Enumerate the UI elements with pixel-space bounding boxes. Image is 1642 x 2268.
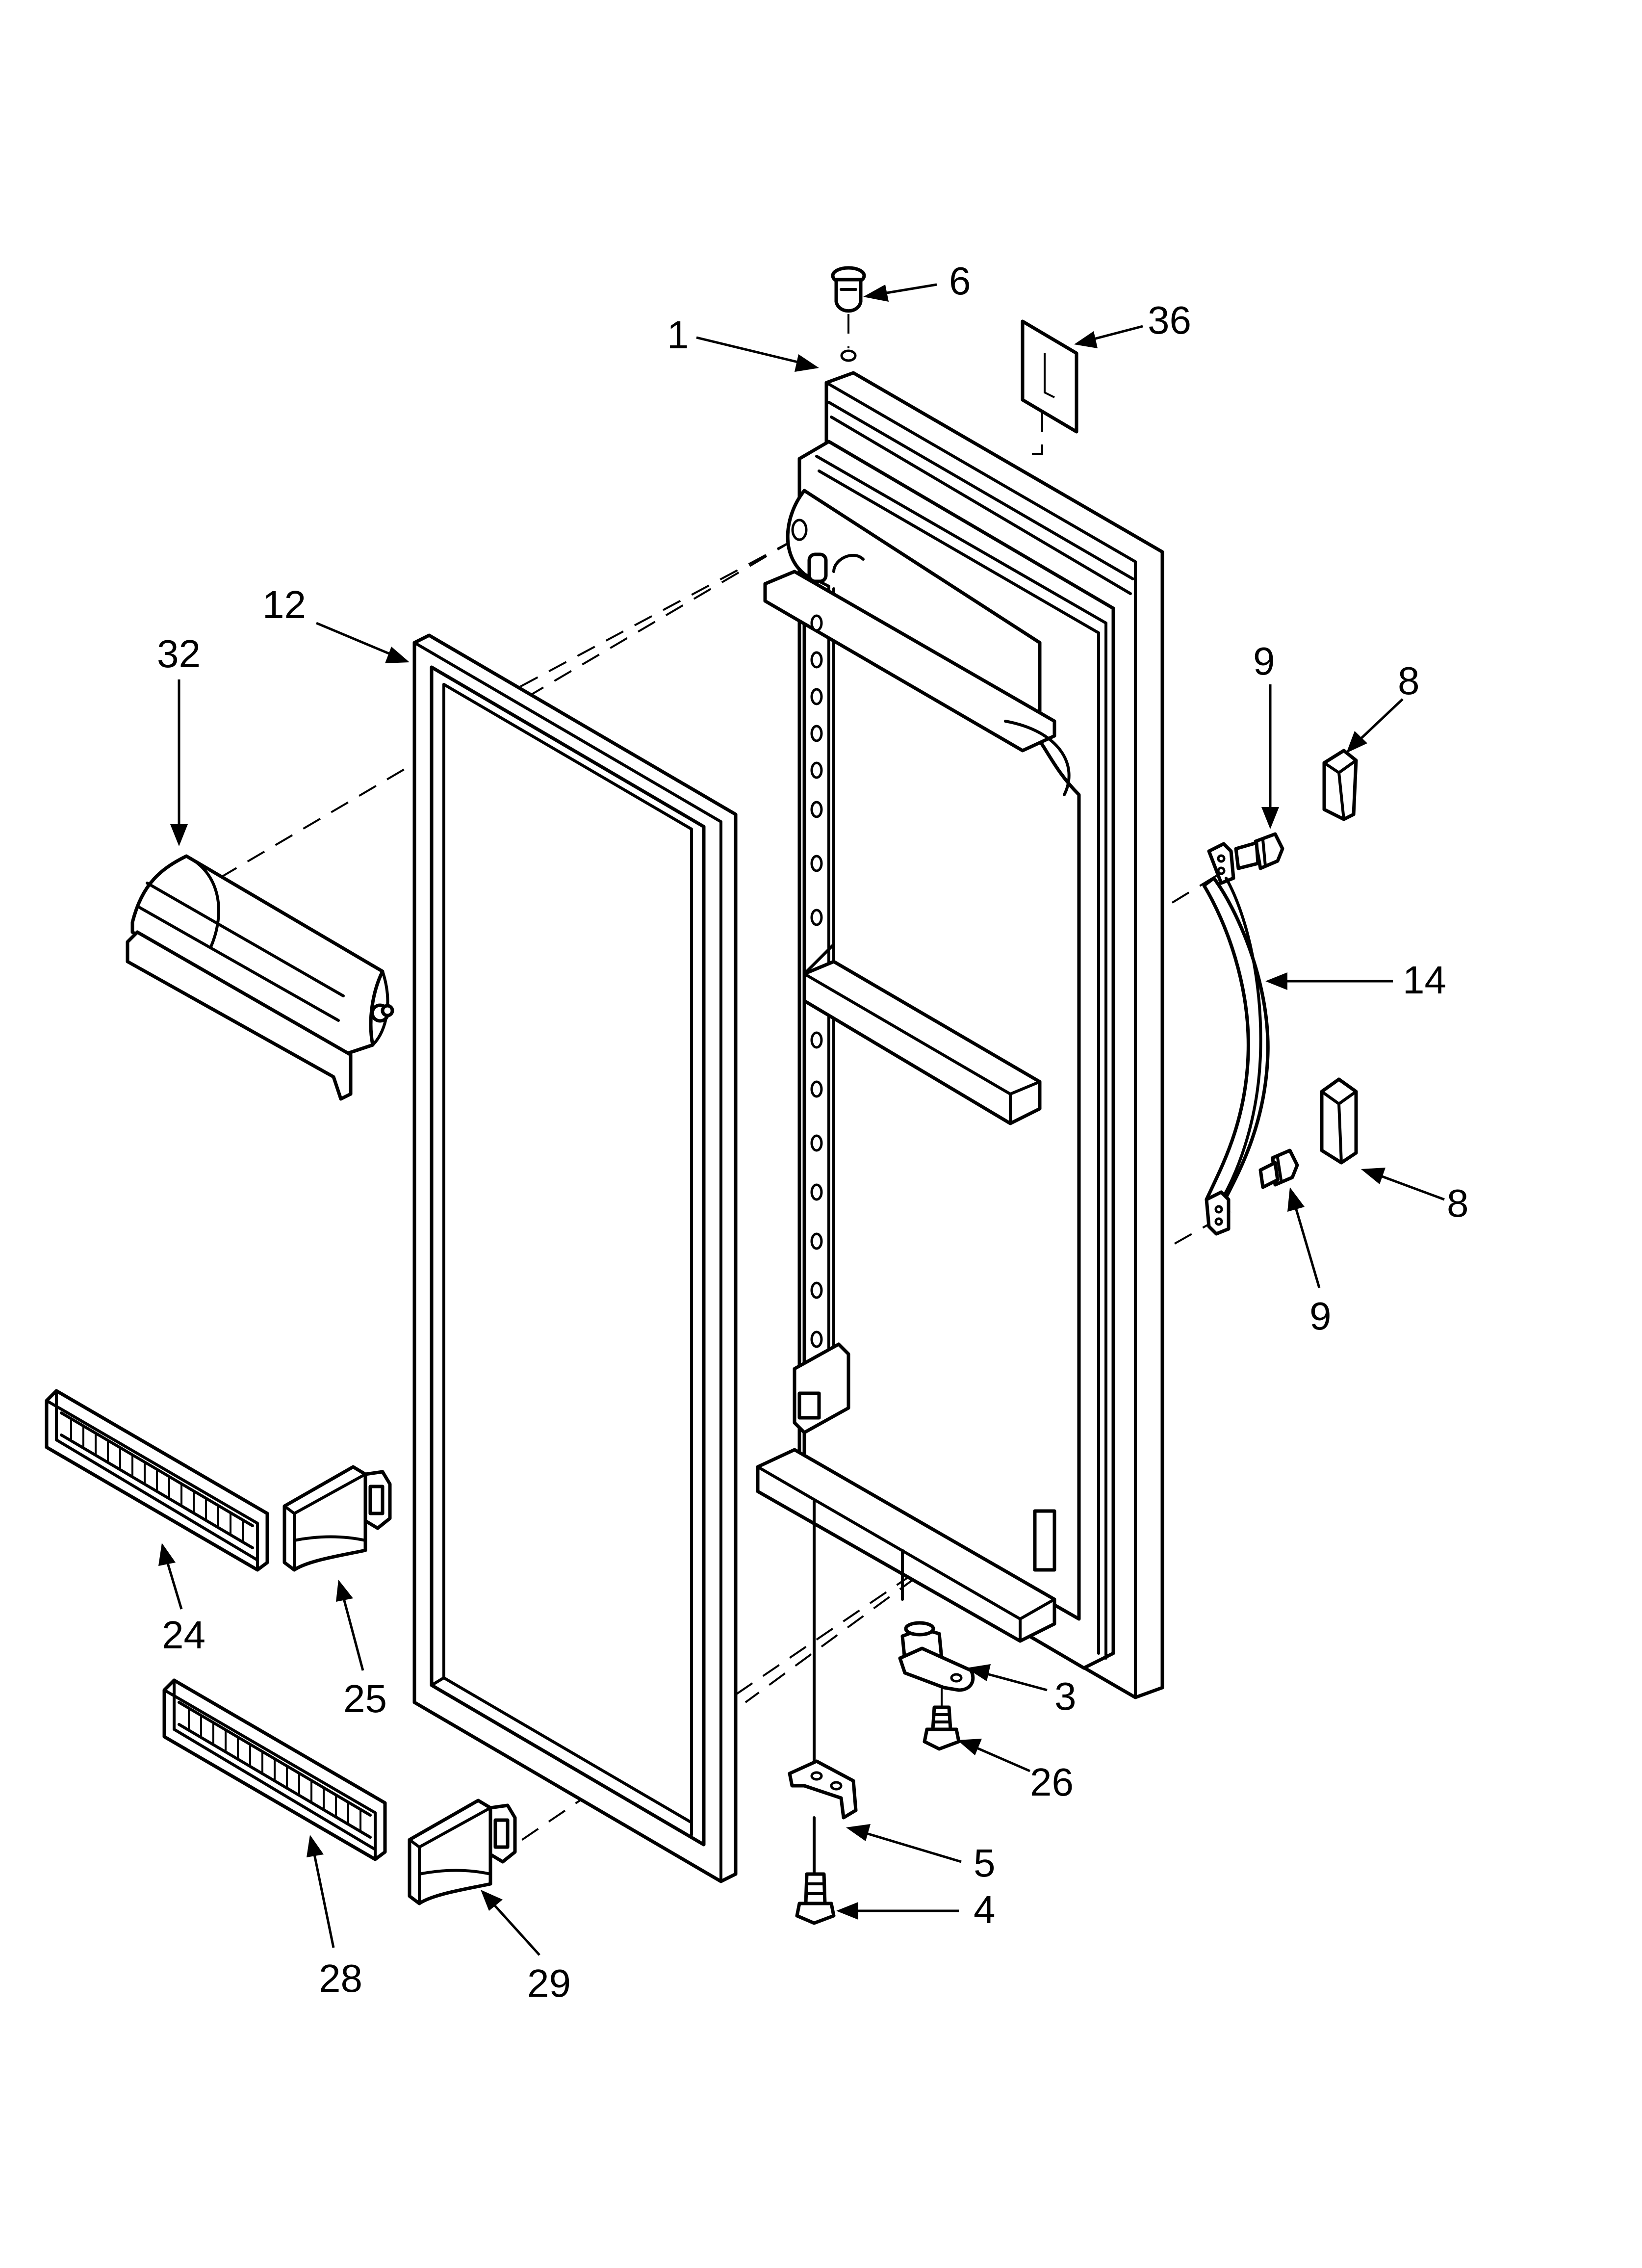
callout-6: 6: [949, 259, 971, 303]
callout-28: 28: [319, 1956, 362, 2000]
screw-icon: [1258, 1148, 1299, 1189]
callout-9-top: 9: [1253, 639, 1275, 683]
door-handle-icon: [1202, 842, 1270, 1236]
handle-end-cap-icon: [1320, 1077, 1358, 1165]
leader-lines: [158, 283, 1445, 1956]
callout-8-bottom: 8: [1447, 1181, 1469, 1225]
callout-5: 5: [974, 1841, 996, 1885]
callout-14: 14: [1403, 958, 1446, 1002]
screw-icon: [795, 1816, 836, 1925]
callout-36: 36: [1148, 298, 1191, 342]
plug-button-icon: [831, 266, 866, 313]
callout-29: 29: [527, 1961, 571, 2005]
callout-24: 24: [162, 1613, 205, 1657]
callout-labels: 6 36 1 12 32 9 8 14 8 9 3 26 5 4 24 25 2…: [157, 259, 1469, 2005]
callout-26: 26: [1030, 1760, 1074, 1804]
screw-icon: [1234, 832, 1284, 870]
callout-25: 25: [343, 1677, 387, 1721]
callout-9-bottom: 9: [1309, 1294, 1332, 1338]
callout-3: 3: [1054, 1674, 1077, 1718]
callout-32: 32: [157, 632, 201, 676]
dairy-door-icon: [126, 854, 394, 1101]
hinge-bracket-icon: [898, 1621, 975, 1692]
callout-1: 1: [667, 313, 689, 357]
callout-8-top: 8: [1398, 659, 1420, 703]
door-stop-icon: [788, 1500, 904, 1820]
door-liner-icon: [756, 349, 1164, 1699]
screw-icon: [923, 1688, 961, 1751]
door-gasket-icon: [412, 633, 738, 1883]
label-card-icon: [1021, 319, 1078, 434]
adjustment-holes: [810, 614, 823, 1348]
shelf-rail-icon: [45, 1389, 269, 1572]
handle-end-cap-icon: [1322, 749, 1358, 821]
callout-12: 12: [262, 583, 306, 626]
callout-4: 4: [974, 1888, 996, 1931]
shelf-end-cap-icon: [282, 1465, 392, 1572]
shelf-rail-icon: [162, 1678, 387, 1861]
shelf-end-cap-icon: [408, 1799, 517, 1905]
